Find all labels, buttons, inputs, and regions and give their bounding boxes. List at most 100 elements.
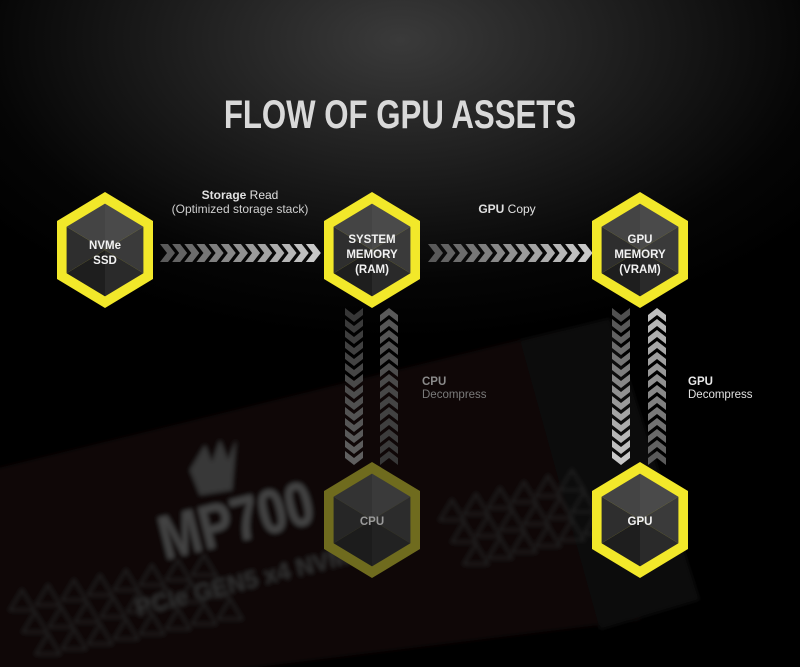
hexagon-facet (601, 250, 640, 297)
cpu-node (324, 462, 420, 578)
gpu-copy-bold: GPU (478, 202, 504, 216)
pattern-triangle (558, 468, 586, 491)
pattern-triangle (190, 602, 218, 625)
chevron (380, 308, 398, 322)
ram-to-cpu-arrow (345, 308, 363, 465)
nvme-ssd-node (57, 192, 153, 308)
cpu-decompress-title: CPU (422, 376, 446, 388)
chevron (552, 244, 568, 262)
hexagon-facet (372, 203, 411, 250)
ram-label-line2: MEMORY (346, 249, 398, 261)
chevron (440, 244, 456, 262)
vram-to-gpu-arrow (612, 308, 630, 465)
chevron (612, 319, 630, 333)
cpu-to-ram-arrow (380, 308, 398, 465)
chevron (269, 244, 285, 262)
hexagon-facet (372, 496, 411, 544)
vram-label-line1: GPU (628, 234, 653, 246)
hexagon-facet (640, 496, 679, 544)
gpu-copy-arrow (428, 244, 593, 262)
chevron (184, 244, 200, 262)
nvme-label-line1: NVMe (89, 240, 121, 252)
hexagon-facet (640, 473, 679, 520)
chevron (257, 244, 273, 262)
hexagon-facet (105, 250, 144, 297)
pattern-triangle (86, 622, 114, 645)
hexagon-facet (640, 203, 679, 250)
pattern-triangle (60, 578, 88, 601)
storage-read-arrow (160, 244, 321, 262)
chevron (345, 407, 363, 421)
chevron (305, 244, 321, 262)
chevron (612, 418, 630, 432)
ram-label-line1: SYSTEM (348, 234, 395, 246)
pattern-triangle (138, 563, 166, 586)
pattern-triangle (462, 492, 490, 515)
chevron (345, 341, 363, 355)
hexagon-facet (105, 226, 144, 274)
chevron (380, 451, 398, 465)
chevron (345, 418, 363, 432)
chevron (345, 396, 363, 410)
gpu-to-vram-arrow (648, 308, 666, 465)
hexagon-facet (66, 203, 105, 250)
pattern-triangle (21, 610, 49, 633)
pattern-triangle (112, 568, 140, 591)
pattern-triangle (8, 588, 36, 611)
chevron (648, 407, 666, 421)
chevron (172, 244, 188, 262)
page-title: FLOW OF GPU ASSETS (224, 92, 576, 137)
chevron (648, 363, 666, 377)
pattern-triangle (510, 480, 538, 503)
chevron (380, 407, 398, 421)
chevron (612, 396, 630, 410)
hexagon-facet (333, 496, 372, 544)
hexagon-facet (105, 203, 144, 250)
chevron (477, 244, 493, 262)
chevron (648, 341, 666, 355)
chevron (515, 244, 531, 262)
chevron (452, 244, 468, 262)
chevron (345, 374, 363, 388)
chevron (345, 319, 363, 333)
gpu-label: GPU (628, 516, 653, 528)
pattern-triangle (164, 558, 192, 581)
pattern-triangle (99, 595, 127, 618)
pattern-triangle (510, 530, 538, 553)
pattern-triangle (558, 518, 586, 541)
chevron (293, 244, 309, 262)
chevron (648, 451, 666, 465)
hexagon-facet (333, 473, 372, 520)
chevron (540, 244, 556, 262)
storage-read-rest: Read (246, 188, 278, 202)
pattern-triangle (486, 536, 514, 559)
pattern-triangle (438, 498, 466, 521)
chevron (648, 319, 666, 333)
hexagon-facet (66, 250, 105, 297)
chevron (232, 244, 248, 262)
chevron (648, 396, 666, 410)
pattern-triangle (125, 590, 153, 613)
chevron (648, 429, 666, 443)
hexagon-facet (333, 226, 372, 274)
chevron (345, 451, 363, 465)
chevron (380, 418, 398, 432)
chevron (380, 319, 398, 333)
chevron (345, 429, 363, 443)
cpu-decompress-label: Decompress (422, 389, 487, 401)
gpu-memory-node (592, 192, 688, 308)
chevron (612, 330, 630, 344)
chevron (380, 440, 398, 454)
chevron (612, 407, 630, 421)
triangle-pattern (8, 468, 610, 655)
chevron (612, 308, 630, 322)
hexagon-facet (601, 226, 640, 274)
chevron (380, 385, 398, 399)
chevron (245, 244, 261, 262)
pattern-triangle (216, 597, 244, 620)
chevron (502, 244, 518, 262)
chevron (648, 440, 666, 454)
pattern-triangle (73, 600, 101, 623)
